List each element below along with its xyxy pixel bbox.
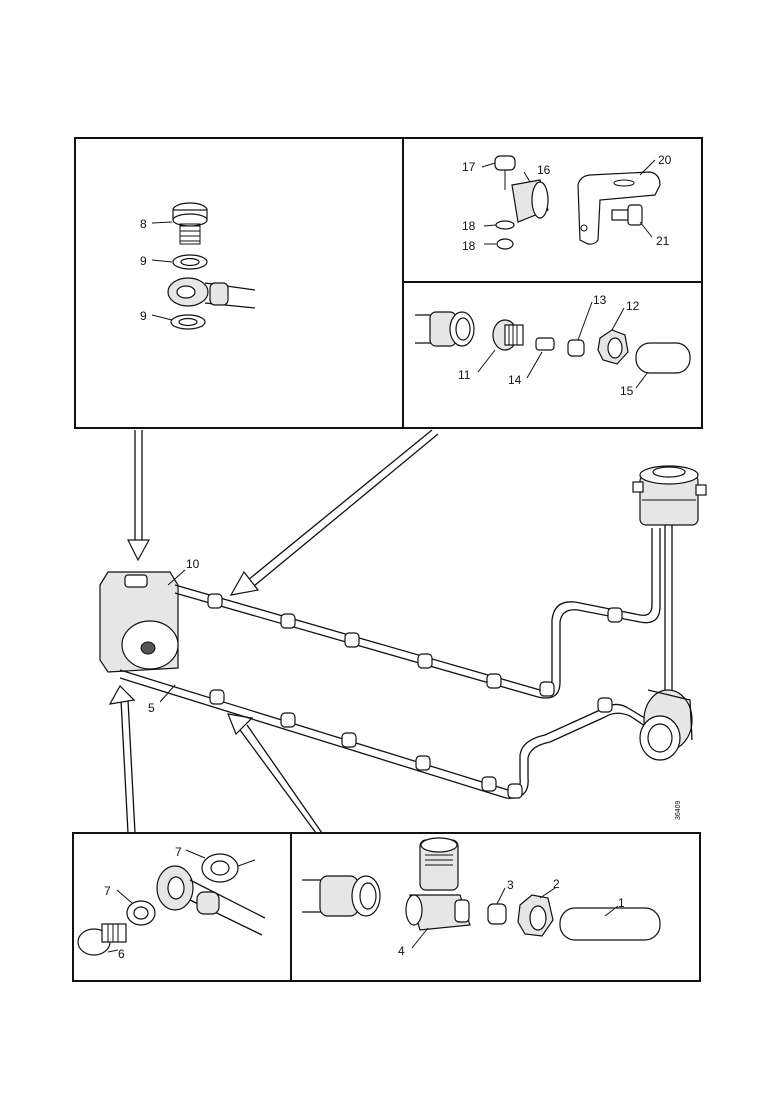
pipe-clip (597, 697, 613, 713)
callout-6: 6 (118, 947, 125, 961)
callout-12: 12 (626, 299, 640, 313)
pipe-clip (415, 755, 431, 771)
pointer-arrows (108, 429, 439, 834)
connector-sleeve (535, 337, 555, 351)
mounting-bracket (577, 171, 661, 245)
pipe-clip (481, 776, 497, 792)
callout-5: 5 (148, 701, 155, 715)
pipe-clip (341, 732, 357, 748)
main-assembly: 10 5 36409 (99, 465, 707, 820)
pipe-clip (280, 712, 296, 728)
pipe-clip (486, 673, 502, 689)
callout-1: 1 (618, 896, 625, 910)
pipe-clip (417, 653, 433, 669)
callout-7b: 7 (104, 884, 111, 898)
callout-9b: 9 (140, 309, 147, 323)
callout-21: 21 (656, 234, 670, 248)
callout-15: 15 (620, 384, 634, 398)
banjo-bolt-detail: 8 9 9 (140, 202, 256, 330)
washer-upper (495, 220, 515, 230)
tee-union-detail: 4 3 2 1 (302, 837, 661, 958)
pipe-clip (280, 613, 296, 629)
arrow-head-diagonal-top (229, 570, 260, 596)
callout-18b: 18 (462, 239, 476, 253)
callout-11: 11 (458, 368, 471, 382)
brake-pipe-end (635, 342, 691, 374)
pipe-clip (209, 689, 225, 705)
callout-13: 13 (593, 293, 607, 307)
bottom-detail-frame (72, 832, 701, 982)
bleed-screw-detail: 7 7 6 (77, 845, 266, 961)
olive-ring (567, 339, 585, 357)
arrow-head-diagonal-bottom (227, 713, 254, 736)
pipe-elbow (539, 681, 555, 697)
callout-4: 4 (398, 944, 405, 958)
callout-10: 10 (186, 557, 200, 571)
pipe-clip (344, 632, 360, 648)
detail-frames (72, 137, 703, 982)
pipe-union-detail: 11 14 13 12 15 (415, 293, 691, 398)
brake-pipe-lower (559, 907, 661, 941)
callout-8: 8 (140, 217, 147, 231)
washer-lower (496, 238, 514, 250)
callout-20: 20 (658, 153, 672, 167)
bracket-bolt (611, 209, 629, 221)
callout-14: 14 (508, 373, 522, 387)
callout-7a: 7 (175, 845, 182, 859)
bleed-cap (494, 155, 516, 171)
bleed-valve-detail: 17 16 18 18 20 21 (462, 153, 672, 253)
drawing-number: 36409 (675, 800, 682, 820)
pipe-elbow (507, 783, 523, 799)
arrow-head-down (127, 539, 151, 562)
pipe-clip (607, 607, 623, 623)
callout-17: 17 (462, 160, 476, 174)
pipe-clip (207, 593, 223, 609)
callout-2: 2 (553, 877, 560, 891)
arrow-head-up (108, 685, 136, 705)
callout-16: 16 (537, 163, 551, 177)
olive-ring-lower (487, 903, 507, 925)
callout-9a: 9 (140, 254, 147, 268)
callout-18a: 18 (462, 219, 476, 233)
callout-3: 3 (507, 878, 514, 892)
